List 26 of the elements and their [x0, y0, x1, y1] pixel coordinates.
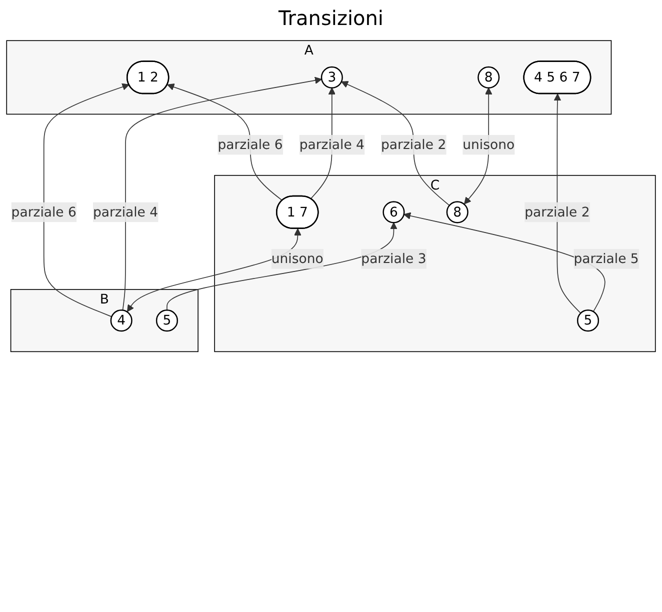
edge-label: parziale 5 [574, 250, 639, 266]
edge-label: parziale 4 [299, 136, 364, 152]
arrow [404, 212, 606, 312]
edge-label: parziale 6 [11, 204, 76, 220]
arrow [167, 84, 283, 201]
diagram-title: Transizioni [278, 6, 384, 30]
edge-label: parziale 2 [381, 136, 446, 152]
arrow [554, 94, 582, 314]
arrow [122, 76, 322, 311]
arrow [166, 222, 398, 311]
edge-label: parziale 6 [218, 136, 283, 152]
edge-label: unisono [462, 136, 515, 152]
node-circle: 3 [320, 66, 343, 88]
node-circle: 5 [576, 310, 600, 332]
edge-label: parziale 2 [524, 204, 590, 220]
node-circle: 5 [156, 310, 178, 332]
node-circle: 8 [478, 66, 500, 88]
edge-label: parziale 4 [92, 204, 158, 220]
arrow [341, 81, 450, 206]
node-circle: 8 [446, 201, 468, 224]
edge-label: unisono [271, 250, 324, 266]
node-circle: 4 [110, 310, 132, 332]
arrow [43, 83, 130, 318]
node-circle: 6 [382, 201, 405, 224]
arrow [126, 228, 302, 312]
edge-label: parziale 3 [361, 250, 426, 266]
